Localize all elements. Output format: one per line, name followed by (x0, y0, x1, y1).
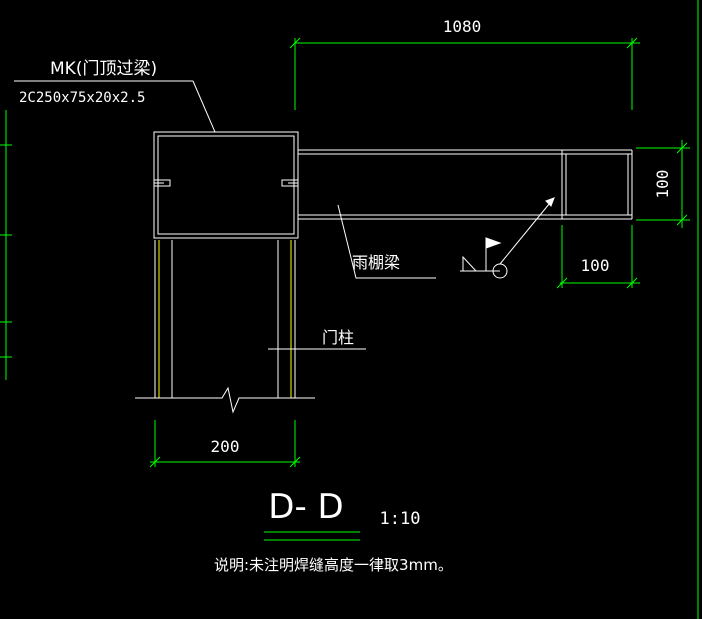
mk-leader (14, 80, 216, 133)
dimension-top-text: 1080 (443, 17, 482, 36)
break-line-icon (135, 386, 315, 414)
dimension-canopy-text: 100 (581, 256, 610, 275)
dimension-right-100 (636, 140, 690, 228)
door-post (154, 240, 296, 398)
mk-spec: 2C250x75x20x2.5 (19, 90, 145, 106)
dimension-post-text: 200 (211, 437, 240, 456)
section-scale: 1:10 (380, 509, 421, 529)
left-dimension-chain (0, 110, 12, 380)
weld-flag-icon (460, 197, 555, 279)
mk-beam-section (153, 131, 299, 239)
dimension-top-1080 (289, 37, 640, 110)
drawing-note: 说明:未注明焊缝高度一律取3mm。 (214, 556, 453, 574)
dimension-canopy-100 (556, 225, 640, 289)
door-post-label: 门柱 (322, 328, 354, 347)
canopy-beam-label: 雨棚梁 (352, 253, 400, 272)
canopy-beam (298, 149, 633, 220)
dimension-post-200 (149, 420, 301, 468)
mk-label: MK(门顶过梁) (50, 59, 157, 79)
canopy-leader (337, 204, 436, 279)
section-title: D- D (268, 487, 343, 527)
dimension-right-text: 100 (653, 170, 672, 199)
